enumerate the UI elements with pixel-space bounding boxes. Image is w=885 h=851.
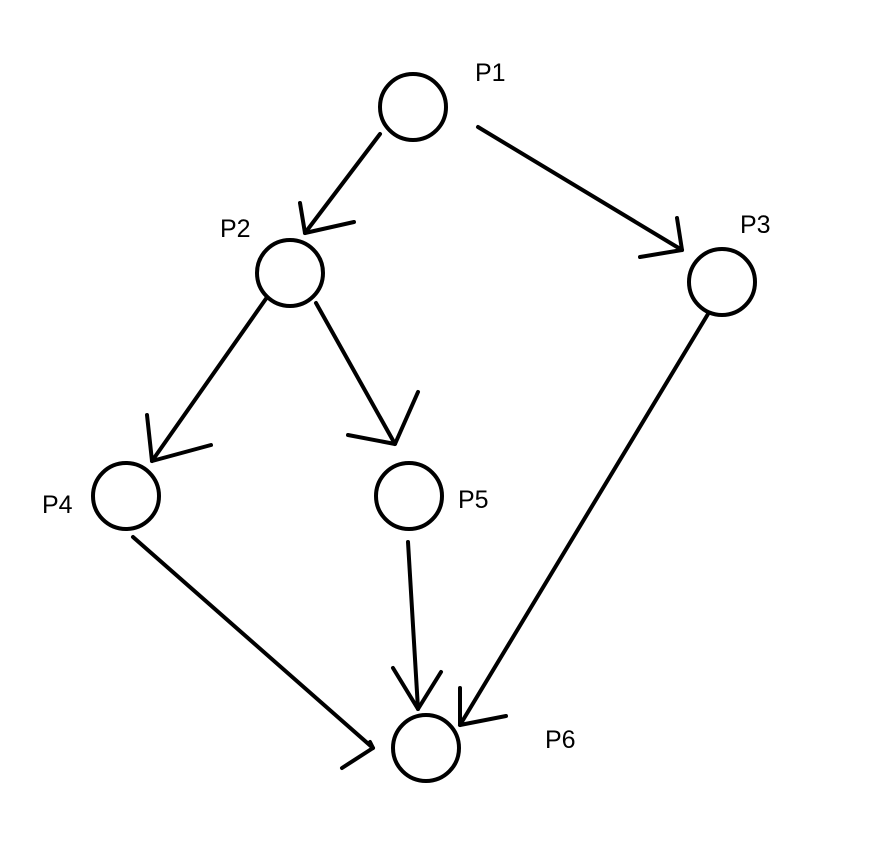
edge-p1-p2 bbox=[298, 132, 382, 235]
nodes bbox=[91, 72, 757, 783]
label-p6: P6 bbox=[545, 726, 576, 754]
node-p1 bbox=[378, 72, 448, 142]
edge-p1-p3 bbox=[476, 125, 684, 259]
label-p3: P3 bbox=[740, 211, 771, 239]
node-p6 bbox=[391, 713, 461, 783]
label-p2: P2 bbox=[220, 215, 251, 243]
edge-p3-p6 bbox=[458, 312, 710, 727]
labels: P1 P2 P3 P4 P5 P6 bbox=[42, 59, 771, 754]
node-p4 bbox=[91, 461, 161, 531]
edge-p2-p5 bbox=[314, 301, 420, 446]
node-p3 bbox=[687, 247, 757, 317]
label-p1: P1 bbox=[475, 59, 506, 87]
label-p4: P4 bbox=[42, 491, 73, 519]
edges bbox=[131, 125, 710, 770]
edge-p2-p4 bbox=[145, 291, 272, 463]
node-p2 bbox=[255, 238, 325, 308]
edge-p5-p6 bbox=[391, 540, 443, 711]
node-p5 bbox=[374, 461, 444, 531]
label-p5: P5 bbox=[458, 486, 489, 514]
edge-p4-p6 bbox=[131, 535, 375, 770]
